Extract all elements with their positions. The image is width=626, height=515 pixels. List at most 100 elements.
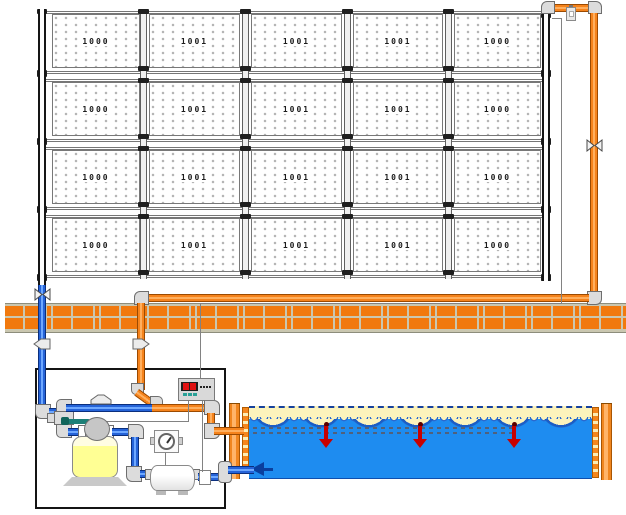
collector-panel[interactable]: 1001 bbox=[353, 218, 443, 272]
collector-panel[interactable]: 1000 bbox=[454, 14, 541, 68]
controller-led-lights bbox=[183, 393, 187, 396]
pipe-cap bbox=[138, 146, 149, 151]
hot-return-downpipe bbox=[590, 13, 598, 295]
suction-flow-arrow-icon bbox=[251, 462, 264, 476]
jet-arrow-icon bbox=[319, 439, 333, 448]
pipe-cap bbox=[342, 214, 353, 219]
collector-panel[interactable]: 1000 bbox=[52, 82, 140, 136]
collector-panel[interactable]: 1001 bbox=[353, 150, 443, 204]
filter-tank-base bbox=[63, 477, 127, 486]
pipe-cap bbox=[240, 270, 251, 275]
collector-panel[interactable]: 1001 bbox=[353, 82, 443, 136]
suction-flow-arrow-tail bbox=[264, 468, 273, 471]
collector-panel[interactable]: 1001 bbox=[149, 82, 240, 136]
pipe-cap bbox=[138, 9, 149, 14]
gauge-tab bbox=[150, 437, 155, 445]
mounting-rail bbox=[46, 275, 544, 278]
mounting-rail bbox=[46, 215, 544, 218]
pipe-cap bbox=[138, 270, 149, 275]
jet-arrow-icon bbox=[418, 426, 422, 439]
collector-panel[interactable]: 1001 bbox=[251, 150, 342, 204]
check-valve-icon[interactable] bbox=[90, 394, 112, 405]
panel-label: 1001 bbox=[280, 172, 313, 182]
jet-arrow-icon bbox=[512, 422, 517, 427]
flow-arrow-icon bbox=[33, 338, 51, 350]
mounting-rail bbox=[46, 79, 544, 82]
collector-panel[interactable]: 1001 bbox=[251, 82, 342, 136]
controller-digit bbox=[190, 383, 196, 390]
controller-display bbox=[181, 382, 198, 391]
pipe-stub bbox=[49, 408, 57, 416]
collector-panel[interactable]: 1001 bbox=[353, 14, 443, 68]
panel-label: 1001 bbox=[280, 36, 313, 46]
collector-panel[interactable]: 1001 bbox=[251, 14, 342, 68]
collector-panel[interactable]: 1001 bbox=[149, 14, 240, 68]
pipe-cap bbox=[443, 202, 454, 207]
pipe-cap bbox=[342, 270, 353, 275]
pump-timer-wire bbox=[165, 452, 166, 466]
pipe-cap bbox=[138, 66, 149, 71]
junction-pipe bbox=[242, 9, 249, 279]
multiport-valve[interactable] bbox=[84, 417, 110, 441]
flow-arrow-icon bbox=[132, 338, 150, 350]
pipe-cap bbox=[342, 146, 353, 151]
pipe-cap bbox=[443, 9, 454, 14]
hot-return-header-pipe bbox=[148, 294, 589, 302]
collector-return-riser-pipe bbox=[542, 13, 550, 281]
shutoff-valve-icon[interactable] bbox=[586, 138, 603, 153]
pump-foot bbox=[178, 491, 188, 495]
pipe-cap bbox=[443, 66, 454, 71]
panel-label: 1000 bbox=[80, 172, 112, 182]
controller-digit bbox=[183, 383, 189, 390]
panel-label: 1000 bbox=[481, 104, 514, 114]
collector-panel[interactable]: 1000 bbox=[52, 150, 140, 204]
jet-arrow-icon bbox=[507, 439, 521, 448]
collector-panel[interactable]: 1001 bbox=[251, 218, 342, 272]
circulation-pump[interactable] bbox=[150, 465, 195, 491]
pool-sensor-wire bbox=[202, 400, 203, 472]
collector-panel[interactable]: 1001 bbox=[149, 150, 240, 204]
controller-wire bbox=[188, 400, 189, 422]
pipe-cap bbox=[443, 214, 454, 219]
multiport-valve-knob[interactable] bbox=[61, 417, 69, 425]
pipe-cap bbox=[342, 9, 353, 14]
pipe-elbow bbox=[541, 1, 555, 14]
multiport-valve-handle[interactable] bbox=[64, 419, 90, 424]
panel-label: 1000 bbox=[80, 104, 112, 114]
junction-pipe bbox=[140, 9, 147, 279]
junction-pipe bbox=[445, 9, 452, 279]
pump-foot bbox=[156, 491, 166, 495]
collector-panel[interactable]: 1000 bbox=[52, 14, 140, 68]
pipe-cap bbox=[443, 270, 454, 275]
controller-buttons[interactable] bbox=[200, 386, 202, 388]
controller-wire bbox=[69, 421, 189, 422]
collector-panel[interactable]: 1000 bbox=[454, 218, 541, 272]
shutoff-valve-icon[interactable] bbox=[34, 287, 51, 302]
panel-label: 1001 bbox=[178, 240, 211, 250]
pipe-cap bbox=[240, 214, 251, 219]
collector-panel[interactable]: 1000 bbox=[52, 218, 140, 272]
panel-label: 1000 bbox=[80, 36, 112, 46]
collector-panel[interactable]: 1001 bbox=[149, 218, 240, 272]
collector-panel[interactable]: 1000 bbox=[454, 82, 541, 136]
collector-supply-riser-pipe bbox=[38, 9, 46, 285]
air-vent-cap bbox=[569, 5, 573, 8]
pipe-cap bbox=[240, 66, 251, 71]
pipe-cap bbox=[443, 134, 454, 139]
collector-sensor-wire bbox=[200, 303, 562, 304]
panel-label: 1001 bbox=[382, 240, 414, 250]
panel-label: 1001 bbox=[280, 104, 313, 114]
junction-pipe bbox=[344, 9, 351, 279]
pool-left-wall bbox=[229, 403, 240, 479]
pool-right-wall bbox=[601, 403, 612, 480]
pool-waterline-dashes bbox=[253, 427, 513, 429]
collector-panel[interactable]: 1000 bbox=[454, 150, 541, 204]
sensor-union-fitting bbox=[199, 470, 211, 485]
pipe-cap bbox=[240, 9, 251, 14]
pool-suction-pipe bbox=[228, 466, 254, 474]
pipe-cap bbox=[342, 134, 353, 139]
pipe-cap bbox=[240, 146, 251, 151]
mounting-rail bbox=[46, 71, 544, 74]
sand-filter-tank[interactable] bbox=[72, 436, 118, 478]
